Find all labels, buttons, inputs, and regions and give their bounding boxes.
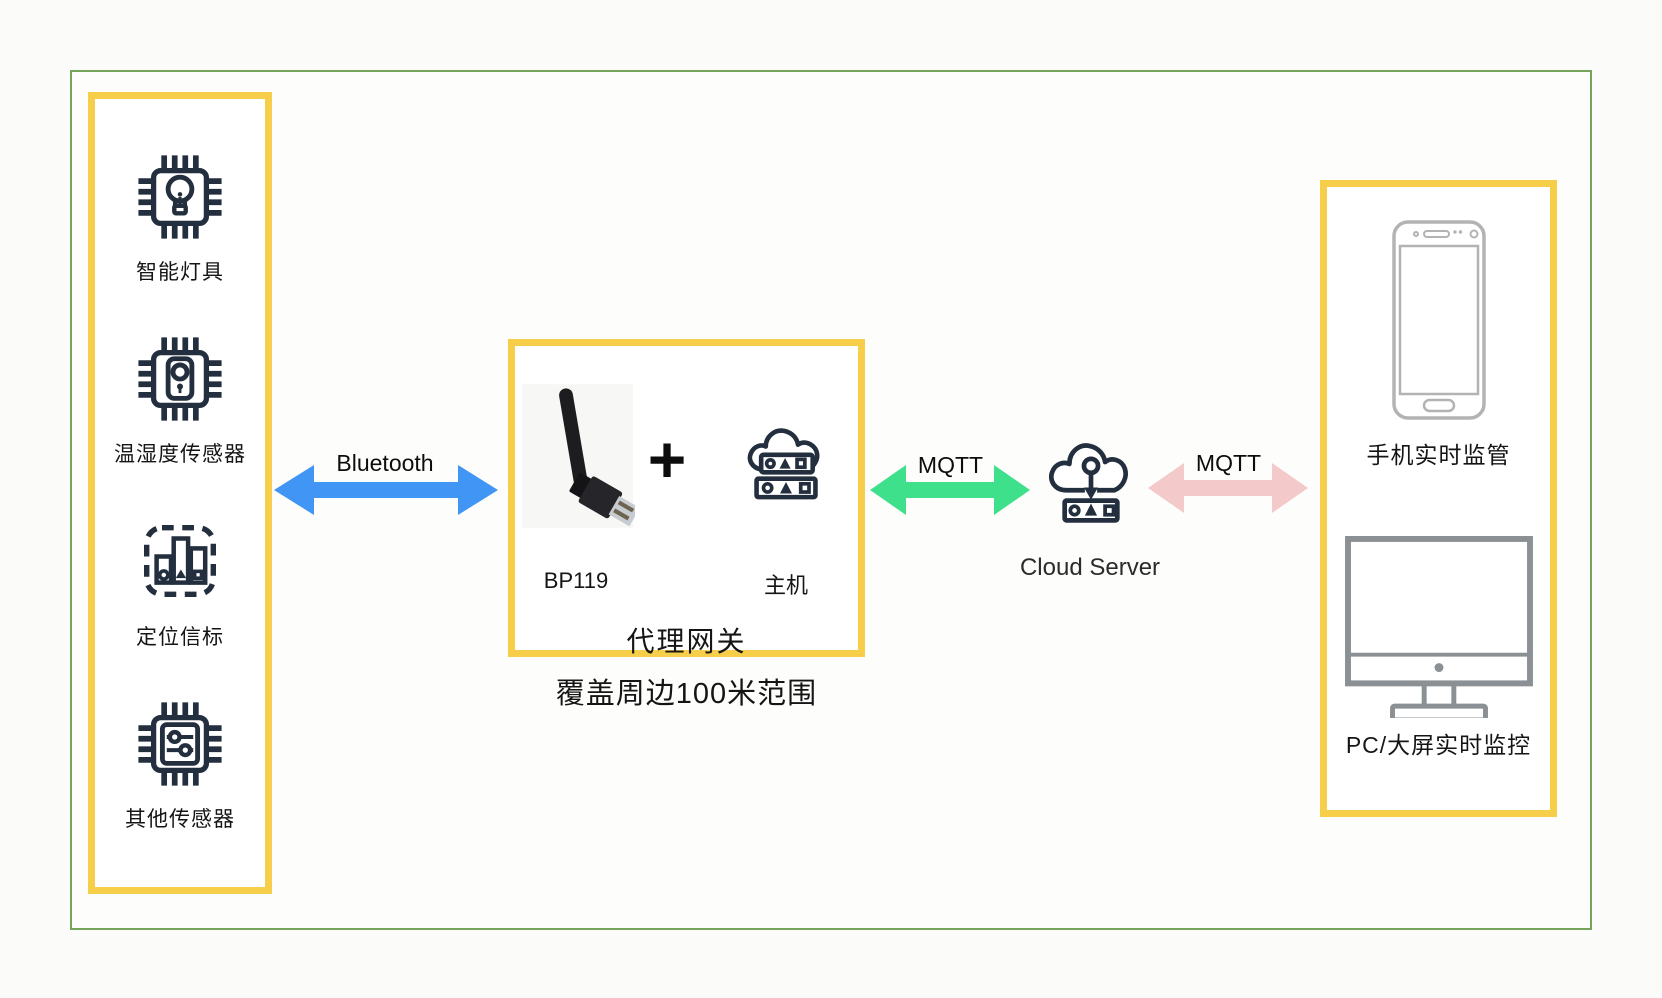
gateway-box: BP119 + 主机 代理网关 xyxy=(508,339,865,657)
phone-label: 手机实时监管 xyxy=(1366,442,1511,468)
sensor-label: 温湿度传感器 xyxy=(114,442,246,466)
bluetooth-label: Bluetooth xyxy=(336,450,434,476)
sensor-item-smart-light: 智能灯具 xyxy=(136,153,224,286)
pc-monitor-icon xyxy=(1344,536,1533,718)
sensor-label: 定位信标 xyxy=(136,626,224,650)
gateway-title: 代理网关 xyxy=(626,626,747,657)
beacon-bars-icon xyxy=(144,525,216,598)
mqtt-left-label: MQTT xyxy=(917,452,984,478)
sensors-box: 智能灯具 温湿度传感器 xyxy=(88,92,272,894)
smartphone-icon xyxy=(1391,220,1486,420)
chip-lightbulb-icon xyxy=(138,155,222,239)
dongle-label: BP119 xyxy=(543,568,609,593)
iot-host-icon xyxy=(747,428,820,500)
chip-doorsensor-icon xyxy=(138,337,222,421)
sensor-label: 智能灯具 xyxy=(136,261,224,285)
usb-dongle-photo xyxy=(521,384,635,528)
sensor-label: 其他传感器 xyxy=(125,807,235,831)
cloud-server-icon xyxy=(1049,443,1128,523)
sensor-item-beacon: 定位信标 xyxy=(135,516,225,651)
mqtt-right-arrow-icon xyxy=(1148,463,1308,513)
chip-sliders-icon xyxy=(138,701,222,786)
mqtt-right-label: MQTT xyxy=(1195,450,1262,476)
plus-sign: + xyxy=(647,422,687,496)
sensor-item-temp-humidity: 温湿度传感器 xyxy=(114,335,246,468)
pc-label: PC/大屏实时监控 xyxy=(1345,732,1532,758)
sensor-item-other: 其他传感器 xyxy=(125,700,235,833)
monitoring-box: 手机实时监管 PC/大屏实时监控 xyxy=(1320,180,1557,817)
cloud-server-label: Cloud Server xyxy=(1019,554,1161,581)
mqtt-left-arrow-icon xyxy=(870,465,1030,515)
coverage-caption: 覆盖周边100米范围 xyxy=(555,678,818,710)
host-label: 主机 xyxy=(763,573,808,598)
bluetooth-arrow-icon xyxy=(274,465,498,515)
